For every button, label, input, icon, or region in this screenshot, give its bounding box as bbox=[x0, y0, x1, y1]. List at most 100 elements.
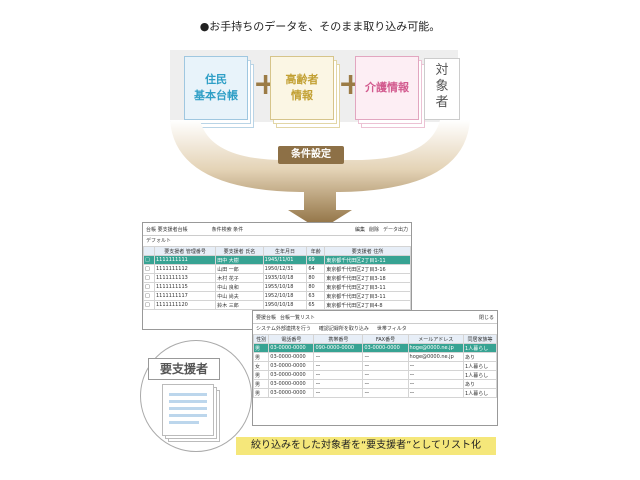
cell: 1111111117 bbox=[153, 291, 217, 301]
window2-toolbar: 要援台帳 台帳一覧リスト 閉じる bbox=[253, 311, 497, 324]
row-checkbox[interactable]: □ bbox=[143, 291, 155, 301]
col-header-family[interactable]: 同居家族等 bbox=[463, 334, 497, 344]
col-header-email[interactable]: メールアドレス bbox=[407, 334, 465, 344]
option-external-link[interactable]: システム外部連携を行う bbox=[256, 326, 311, 332]
col-header-age[interactable]: 年齢 bbox=[306, 246, 326, 256]
cell: 1人暮らし bbox=[463, 361, 497, 371]
cell: ー bbox=[362, 370, 409, 380]
cell: ー bbox=[362, 388, 409, 398]
cell: ー bbox=[407, 388, 465, 398]
source-card-koureisha: 高齢者 情報 bbox=[270, 56, 340, 128]
col-header-phone[interactable]: 電話番号 bbox=[268, 334, 315, 344]
col-header-name[interactable]: 要支援者 氏名 bbox=[215, 246, 264, 256]
cell: 男 bbox=[253, 343, 270, 353]
cell: ー bbox=[407, 361, 465, 371]
cell: 東京都千代田区2丁目1-11 bbox=[324, 255, 411, 265]
option-import[interactable]: 確認記録所を取り込み bbox=[318, 326, 369, 332]
funnel-arrow-icon bbox=[170, 120, 470, 230]
cell: 64 bbox=[306, 264, 326, 274]
headline: ●お手持ちのデータを、そのまま取り込み可能。 bbox=[199, 20, 441, 33]
cell: 1952/10/18 bbox=[262, 291, 308, 301]
col-header-birth[interactable]: 生年月日 bbox=[262, 246, 308, 256]
cell: 1人暮らし bbox=[463, 388, 497, 398]
row-checkbox[interactable]: □ bbox=[143, 300, 155, 310]
cell: ー bbox=[362, 352, 409, 362]
cell: 03-0000-0000 bbox=[268, 352, 315, 362]
source-card-koureisha-line2: 情報 bbox=[291, 89, 313, 102]
source-card-kaigo-line1: 介護情報 bbox=[365, 81, 409, 94]
row-checkbox[interactable]: □ bbox=[143, 282, 155, 292]
target-label: 対 象 者 bbox=[424, 58, 460, 120]
cell: 1111111115 bbox=[153, 282, 217, 292]
cell: 090-0000-0000 bbox=[313, 343, 364, 353]
cell: ー bbox=[407, 370, 465, 380]
col-header-id[interactable]: 要支援者 管理番号 bbox=[153, 246, 217, 256]
target-char-3: 者 bbox=[435, 95, 449, 110]
cell: 65 bbox=[306, 300, 326, 310]
window-toolbar: 台帳 要支援者台帳 条件検索 条件 編集 削除 データ出力 bbox=[143, 223, 411, 236]
cell: 東京都千代田区2丁目3-11 bbox=[324, 291, 411, 301]
edit-button[interactable]: 編集 bbox=[354, 226, 365, 233]
cell: 1人暮らし bbox=[463, 343, 497, 353]
tab-ledger[interactable]: 要援台帳 bbox=[256, 314, 277, 321]
row-checkbox[interactable]: □ bbox=[143, 264, 155, 274]
source-card-juumin-line2: 基本台帳 bbox=[194, 89, 238, 102]
cell: 中山 尚夫 bbox=[215, 291, 264, 301]
supporter-label: 要支援者 bbox=[148, 358, 220, 380]
cell: 1945/11/01 bbox=[262, 255, 308, 265]
supporter-ledger-window: 台帳 要支援者台帳 条件検索 条件 編集 削除 データ出力 デフォルト 要支援者… bbox=[142, 222, 412, 330]
cell: 1950/10/18 bbox=[262, 300, 308, 310]
cell: 03-0000-0000 bbox=[268, 343, 315, 353]
cell: あり bbox=[463, 352, 497, 362]
cell: ー bbox=[313, 370, 364, 380]
cell: ー bbox=[313, 379, 364, 389]
cell: 男 bbox=[253, 352, 270, 362]
tab-list[interactable]: 台帳一覧リスト bbox=[280, 314, 316, 321]
cell: 山田 一郎 bbox=[215, 264, 264, 274]
table-header-row: 性別 電話番号 携帯番号 FAX番号 メールアドレス 同居家族等 bbox=[253, 334, 497, 344]
search-menu[interactable]: 条件検索 条件 bbox=[211, 226, 244, 233]
col-header-address[interactable]: 要支援者 住所 bbox=[324, 246, 411, 256]
window-title: 台帳 要支援者台帳 bbox=[146, 226, 188, 233]
data-export-button[interactable]: データ出力 bbox=[382, 226, 408, 233]
cell: 69 bbox=[306, 255, 326, 265]
cell: 木村 花子 bbox=[215, 273, 264, 283]
tab-default[interactable]: デフォルト bbox=[146, 238, 172, 244]
row-checkbox[interactable]: □ bbox=[143, 273, 155, 283]
cell: 03-0000-0000 bbox=[268, 379, 315, 389]
cell: 1111111113 bbox=[153, 273, 217, 283]
col-header-mobile[interactable]: 携帯番号 bbox=[313, 334, 364, 344]
target-char-2: 象 bbox=[435, 79, 449, 94]
col-header-fax[interactable]: FAX番号 bbox=[362, 334, 409, 344]
cell: hoge@0000.ne.jp bbox=[407, 352, 465, 362]
col-header-gender[interactable]: 性別 bbox=[253, 334, 270, 344]
delete-button[interactable]: 削除 bbox=[368, 226, 379, 233]
cell: ー bbox=[362, 379, 409, 389]
cell: 03-0000-0000 bbox=[268, 361, 315, 371]
cell: 東京都千代田区2丁目3-18 bbox=[324, 273, 411, 283]
option-household-filter[interactable]: 世帯フィルタ bbox=[376, 326, 407, 332]
cell: ー bbox=[313, 361, 364, 371]
source-card-koureisha-line1: 高齢者 bbox=[285, 73, 319, 86]
cell: ー bbox=[362, 361, 409, 371]
cell: 鈴木 三郎 bbox=[215, 300, 264, 310]
row-checkbox[interactable]: □ bbox=[143, 255, 155, 265]
cell: 1111111120 bbox=[153, 300, 217, 310]
cell: 63 bbox=[306, 291, 326, 301]
source-card-kaigo: 介護情報 bbox=[355, 56, 425, 128]
cell: 男 bbox=[253, 370, 270, 380]
cell: 1111111112 bbox=[153, 264, 217, 274]
close-button[interactable]: 閉じる bbox=[478, 314, 494, 321]
